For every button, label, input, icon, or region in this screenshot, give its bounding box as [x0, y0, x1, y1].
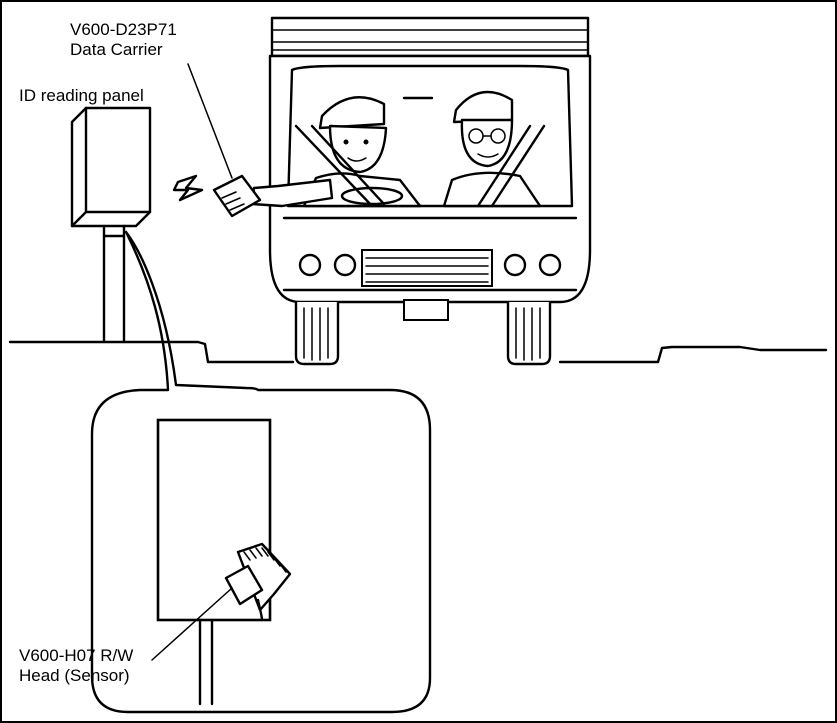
ground-line — [10, 342, 826, 362]
data-carrier-name: Data Carrier — [70, 40, 177, 60]
rw-head-name: Head (Sensor) — [19, 666, 133, 686]
id-reading-panel — [72, 108, 150, 342]
data-carrier-label: V600-D23P71 Data Carrier — [70, 20, 177, 60]
data-carrier-model: V600-D23P71 — [70, 20, 177, 40]
rw-head-label: V600-H07 R/W Head (Sensor) — [19, 646, 133, 686]
rw-head-model: V600-H07 R/W — [19, 646, 133, 666]
wireless-signal-icon — [174, 176, 202, 200]
carrier-leader-line — [188, 64, 232, 178]
truck — [214, 18, 590, 364]
id-reading-panel-label: ID reading panel — [19, 86, 144, 106]
zoomed-panel — [152, 420, 290, 704]
